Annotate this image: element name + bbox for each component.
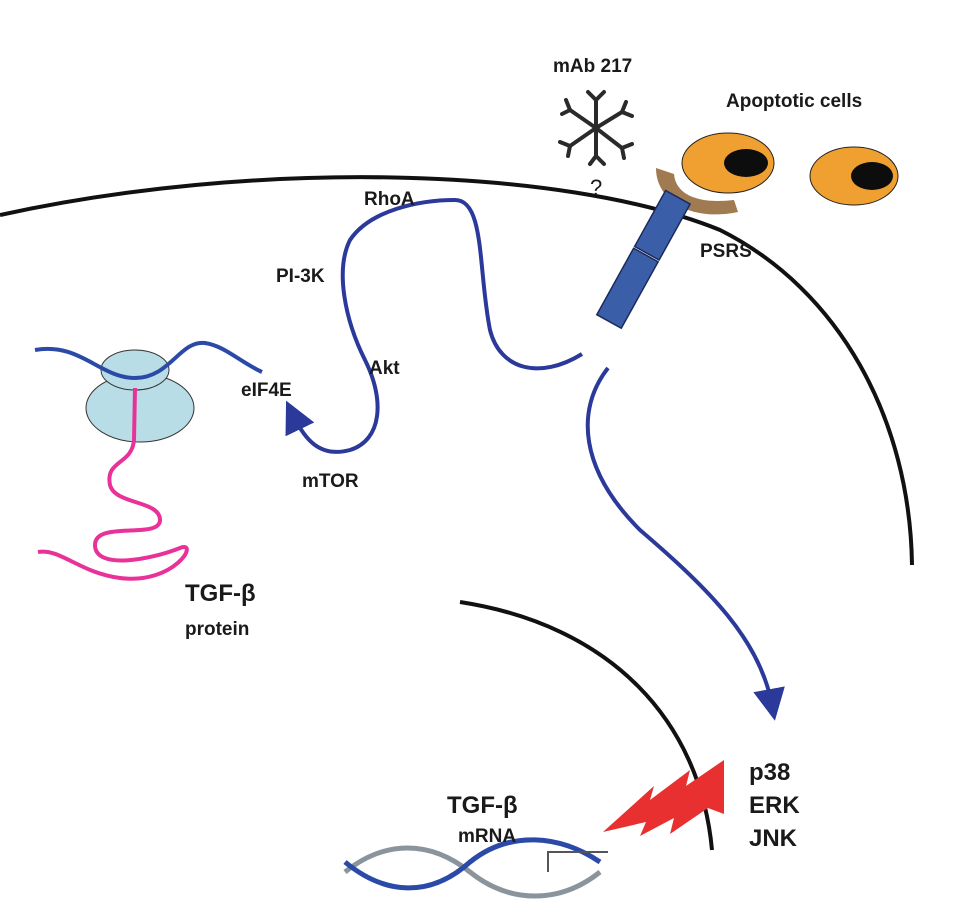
mab-217-label: mAb 217 (553, 56, 632, 77)
jnk-label: JNK (749, 825, 798, 852)
kinase-activation-bolt (603, 760, 724, 836)
cytoplasmic-mrna (34, 340, 263, 381)
eif4e-label: eIF4E (241, 380, 292, 401)
ribosome (85, 349, 195, 443)
rhoa-label: RhoA (364, 189, 415, 210)
rhoa-mtor-pathway (285, 197, 584, 454)
unknown-target-question-mark: ? (590, 175, 602, 200)
psrs-receptor (595, 189, 692, 330)
dna-strand-gray (343, 845, 602, 899)
tgf-beta-protein-strand (37, 387, 189, 581)
mtor-label: mTOR (302, 471, 359, 492)
dna-strand-blue (343, 837, 602, 891)
mapk-pathway (585, 366, 785, 721)
transcription-start-marker (547, 851, 608, 872)
erk-label: ERK (749, 792, 800, 819)
tgf-beta-protein-title: TGF-β (185, 580, 256, 607)
psrs-label: PSRS (700, 241, 752, 262)
antibody-icon (558, 90, 634, 166)
tgf-beta-mrna-subtitle: mRNA (458, 826, 516, 847)
p38-label: p38 (749, 759, 790, 786)
tgf-beta-protein-subtitle: protein (185, 619, 249, 640)
apoptotic-cell (681, 132, 775, 194)
apoptotic-cell (809, 146, 899, 206)
akt-label: Akt (369, 358, 400, 379)
apoptotic-cells-label: Apoptotic cells (726, 91, 862, 112)
pi3k-label: PI-3K (276, 266, 325, 287)
tgf-beta-mrna-title: TGF-β (447, 792, 518, 819)
